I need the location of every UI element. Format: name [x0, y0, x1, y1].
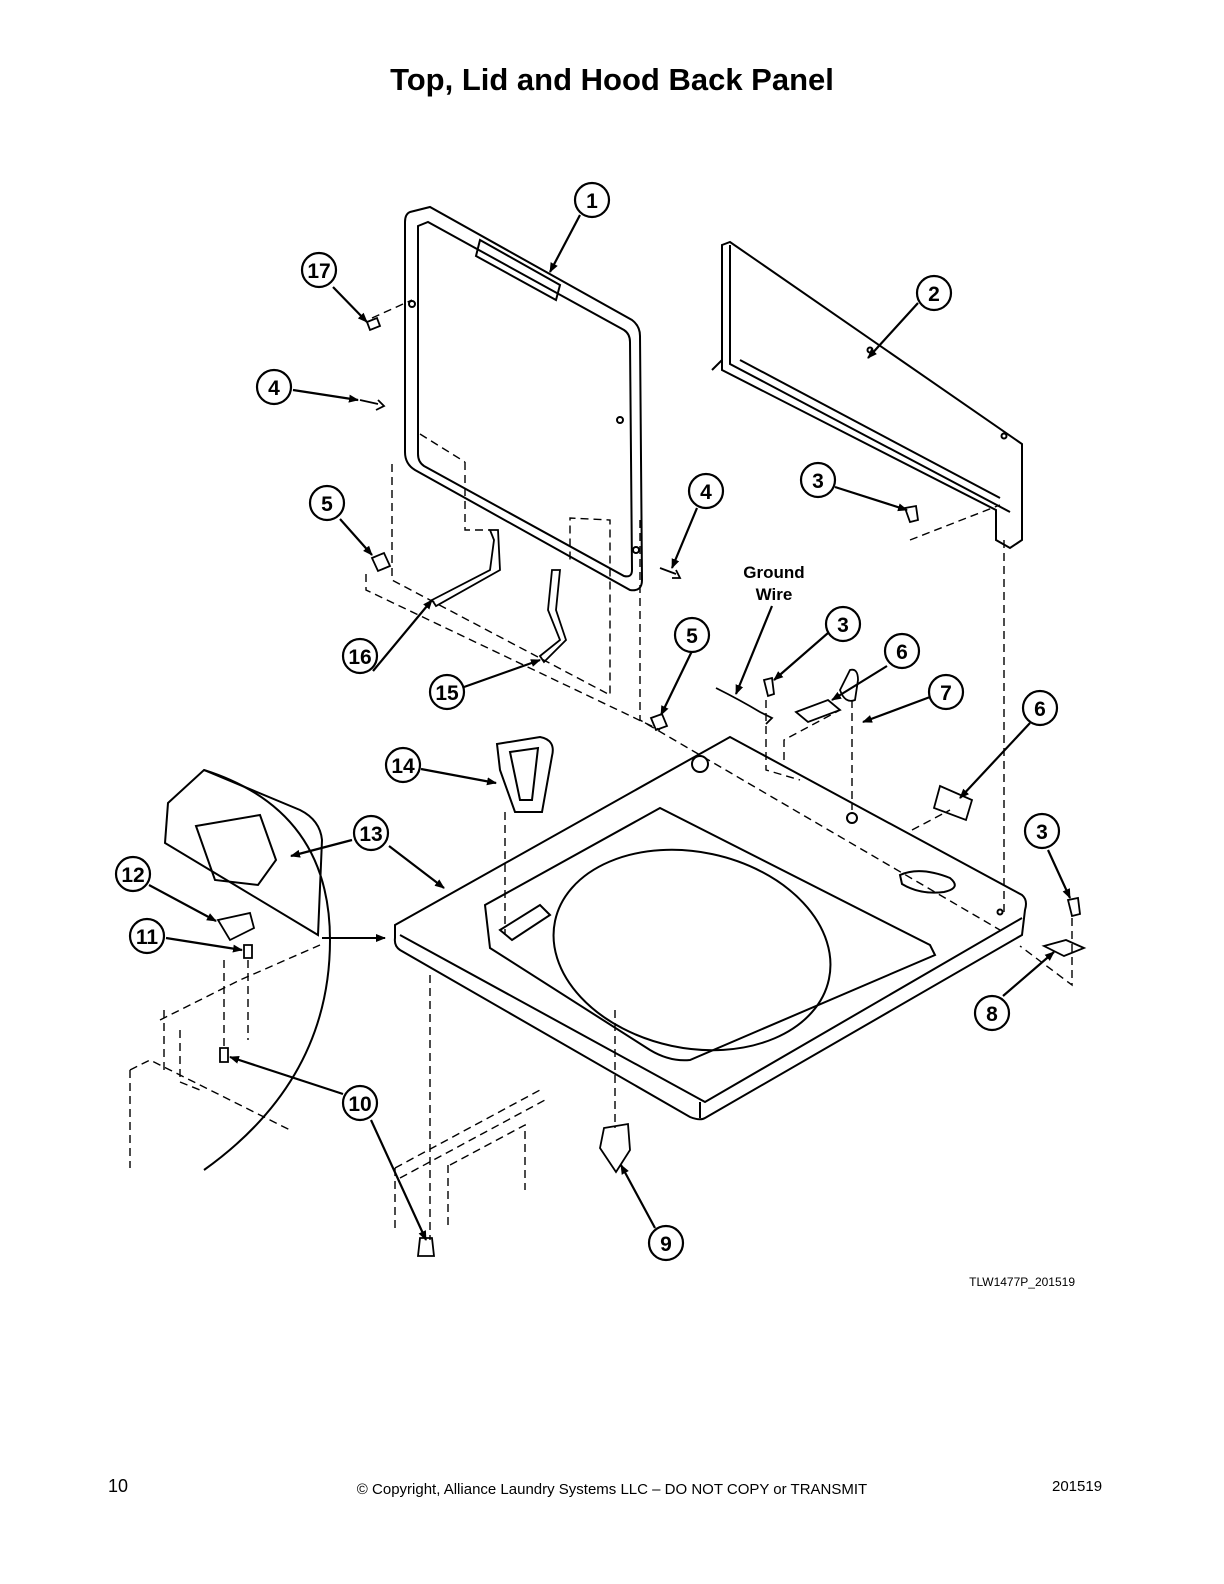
callout-4-right: 4 [687, 472, 725, 510]
callout-10: 10 [341, 1084, 379, 1122]
svg-text:3: 3 [837, 614, 849, 637]
callout-3-ground: 3 [824, 605, 862, 643]
assembly-lines [129, 299, 1073, 1240]
svg-text:6: 6 [1034, 698, 1046, 721]
svg-text:12: 12 [121, 864, 144, 887]
svg-text:17: 17 [307, 260, 330, 283]
svg-text:14: 14 [391, 755, 415, 778]
svg-text:9: 9 [660, 1233, 672, 1256]
ground-wire-label-line1: Ground [743, 563, 804, 582]
svg-text:4: 4 [268, 377, 280, 400]
top-panel [393, 735, 1027, 1121]
callout-4-left: 4 [255, 368, 293, 406]
callout-14: 14 [384, 746, 422, 784]
callout-6-right: 6 [1021, 689, 1059, 727]
callout-3-hood: 3 [799, 461, 837, 499]
svg-text:7: 7 [940, 682, 952, 705]
hardware-parts [216, 316, 1087, 1257]
lid-frame [404, 205, 644, 592]
svg-text:5: 5 [686, 625, 698, 648]
callout-12: 12 [114, 855, 152, 893]
svg-text:10: 10 [348, 1093, 371, 1116]
svg-text:5: 5 [321, 493, 333, 516]
callout-7: 7 [927, 673, 965, 711]
callout-1: 1 [573, 181, 611, 219]
svg-text:3: 3 [812, 470, 824, 493]
callout-13: 13 [352, 814, 390, 852]
lid-handle [495, 735, 554, 813]
callout-6-top: 6 [883, 632, 921, 670]
detail-inset [163, 768, 386, 1171]
callout-16: 16 [341, 637, 379, 675]
callout-5-right: 5 [673, 616, 711, 654]
copyright-notice: © Copyright, Alliance Laundry Systems LL… [356, 1481, 868, 1498]
callouts: 1 2 3 3 3 3 4 4 5 5 6 6 7 8 9 10 11 12 1… [114, 181, 1061, 1262]
svg-text:8: 8 [986, 1003, 998, 1026]
hood-back-panel [711, 240, 1023, 550]
svg-text:13: 13 [359, 823, 382, 846]
callout-9: 9 [647, 1224, 685, 1262]
drawing-code: TLW1477P_201519 [969, 1275, 1075, 1289]
svg-text:1: 1 [586, 190, 598, 213]
leader-arrows [148, 214, 1071, 1241]
document-code: 201519 [1052, 1478, 1103, 1495]
callout-17: 17 [300, 251, 338, 289]
svg-text:6: 6 [896, 641, 908, 664]
callout-2: 2 [915, 274, 953, 312]
callout-11: 11 [128, 917, 166, 955]
callout-5-left: 5 [308, 484, 346, 522]
svg-text:3: 3 [1036, 821, 1048, 844]
callout-8: 8 [973, 994, 1011, 1032]
callout-15: 15 [428, 673, 466, 711]
callout-3-right: 3 [1023, 812, 1061, 850]
page-title: Top, Lid and Hood Back Panel [390, 62, 834, 97]
svg-text:4: 4 [700, 481, 712, 504]
svg-text:11: 11 [136, 926, 159, 949]
svg-text:16: 16 [348, 646, 371, 669]
svg-text:15: 15 [435, 682, 459, 705]
page-number: 10 [108, 1476, 129, 1496]
svg-text:2: 2 [928, 283, 940, 306]
ground-wire-label-line2: Wire [756, 585, 793, 604]
